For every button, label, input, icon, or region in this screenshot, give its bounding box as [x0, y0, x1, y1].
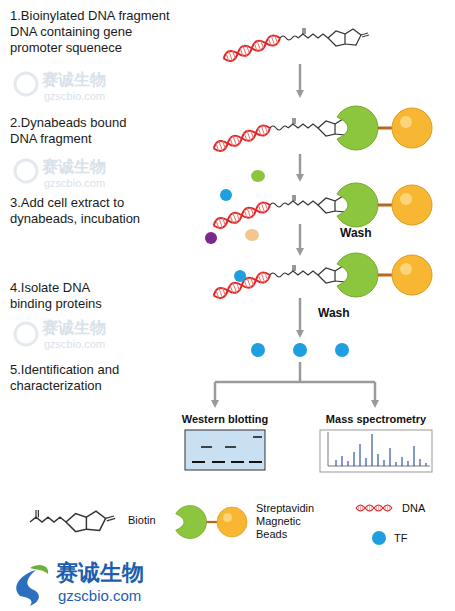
protein: [251, 170, 265, 182]
step-label: 5.Identification and characterization: [10, 362, 150, 394]
streptavidin-bead: [337, 253, 432, 297]
watermark: 赛诚生物: [42, 70, 106, 91]
protein: [245, 229, 259, 241]
streptavidin-bead: [337, 183, 432, 227]
tf-protein: [293, 343, 307, 357]
bead-symbol: [176, 506, 247, 539]
logo-icon: [16, 565, 48, 606]
wash-label: Wash: [340, 226, 372, 240]
flow-arrow: [215, 64, 375, 404]
streptavidin-bead: [337, 106, 432, 150]
dna-symbol: [356, 504, 392, 511]
result-panel: Mass spectrometry: [320, 413, 432, 425]
biotinylated-dna: [222, 28, 369, 64]
wash-label: Wash: [318, 306, 350, 320]
legend-label: TF: [394, 532, 434, 545]
biotin-symbol: [30, 510, 115, 532]
watermark: 赛诚生物: [42, 318, 106, 339]
mass-spectrum: [320, 430, 432, 472]
logo-text: 赛诚生物: [56, 558, 144, 588]
legend-swatch: [372, 531, 386, 545]
biotinylated-dna: [212, 265, 359, 301]
watermark: gzscbio.com: [44, 177, 105, 189]
panel-heading: Western blotting: [180, 413, 271, 425]
legend-label: Biotin: [128, 514, 188, 527]
biotinylated-dna: [212, 118, 359, 154]
step-label: 1.Bioinylated DNA fragment DNA containin…: [10, 8, 185, 56]
tf-protein: [251, 343, 265, 357]
step-label: 3.Add cell extract to dynabeads, incubat…: [10, 195, 182, 227]
western-blot: [185, 430, 265, 470]
tf-protein: [234, 270, 246, 282]
watermark: gzscbio.com: [44, 338, 105, 350]
step-label: 4.Isolate DNA binding proteins: [10, 280, 122, 312]
legend-label: Streptavidin Magnetic Beads: [256, 502, 332, 541]
tf-protein: [335, 343, 349, 357]
tf-protein: [220, 189, 232, 201]
result-panel: Western blotting: [180, 413, 271, 425]
biotinylated-dna: [212, 195, 359, 231]
panel-heading: Mass spectrometry: [320, 413, 432, 425]
watermark: gzscbio.com: [44, 90, 105, 102]
step-label: 2.Dynabeads bound DNA fragment: [10, 115, 142, 147]
watermark: 赛诚生物: [42, 157, 106, 178]
protein: [205, 232, 217, 244]
legend-label: DNA: [402, 502, 442, 515]
logo-text: gzscbio.com: [58, 587, 141, 604]
